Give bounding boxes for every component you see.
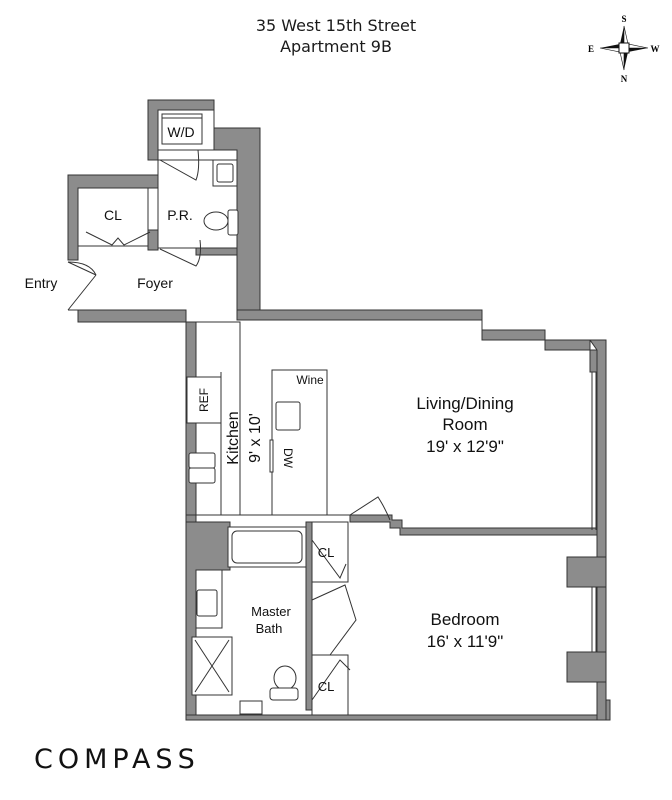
label-wine: Wine bbox=[296, 373, 324, 387]
label-kitchen-dims: 9' x 10' bbox=[247, 413, 264, 463]
room-labels: W/D CL P.R. Entry Foyer REF Wine DW Kitc… bbox=[25, 124, 514, 694]
label-cl-upper: CL bbox=[318, 545, 335, 560]
label-bath-1: Master bbox=[251, 604, 291, 619]
doors bbox=[67, 149, 391, 701]
label-dw: DW bbox=[281, 448, 295, 469]
compass-n: N bbox=[621, 74, 628, 84]
kitchen-island bbox=[271, 369, 328, 516]
label-wd: W/D bbox=[167, 124, 194, 140]
washer-dryer-unit bbox=[161, 113, 203, 145]
label-ref: REF bbox=[197, 388, 211, 412]
bath-toilet bbox=[273, 665, 297, 691]
label-cl-foyer: CL bbox=[104, 207, 122, 223]
label-kitchen: Kitchen bbox=[225, 411, 242, 464]
label-entry: Entry bbox=[25, 275, 58, 291]
compass-s: S bbox=[621, 14, 626, 24]
refrigerator bbox=[186, 376, 222, 424]
label-bath-2: Bath bbox=[256, 621, 283, 636]
cooktop bbox=[188, 452, 216, 469]
kitchen-sink bbox=[275, 401, 301, 431]
label-powder-room: P.R. bbox=[167, 207, 192, 223]
label-foyer: Foyer bbox=[137, 275, 173, 291]
compass-logo: COMPASS bbox=[34, 744, 200, 775]
label-cl-lower: CL bbox=[318, 679, 335, 694]
label-living-dims: 19' x 12'9" bbox=[426, 437, 504, 456]
unit-title: Apartment 9B bbox=[280, 37, 392, 56]
compass-e: E bbox=[588, 44, 594, 54]
compass-w: W bbox=[651, 44, 660, 54]
label-bedroom: Bedroom bbox=[431, 610, 500, 629]
address-title: 35 West 15th Street bbox=[255, 16, 417, 35]
powder-toilet bbox=[203, 211, 229, 231]
label-living-1: Living/Dining bbox=[416, 394, 513, 413]
compass-rose-icon: S E W N bbox=[588, 14, 660, 84]
label-living-2: Room bbox=[442, 415, 487, 434]
fixtures bbox=[161, 113, 597, 715]
label-bedroom-dims: 16' x 11'9" bbox=[427, 632, 503, 651]
walls bbox=[67, 99, 611, 721]
